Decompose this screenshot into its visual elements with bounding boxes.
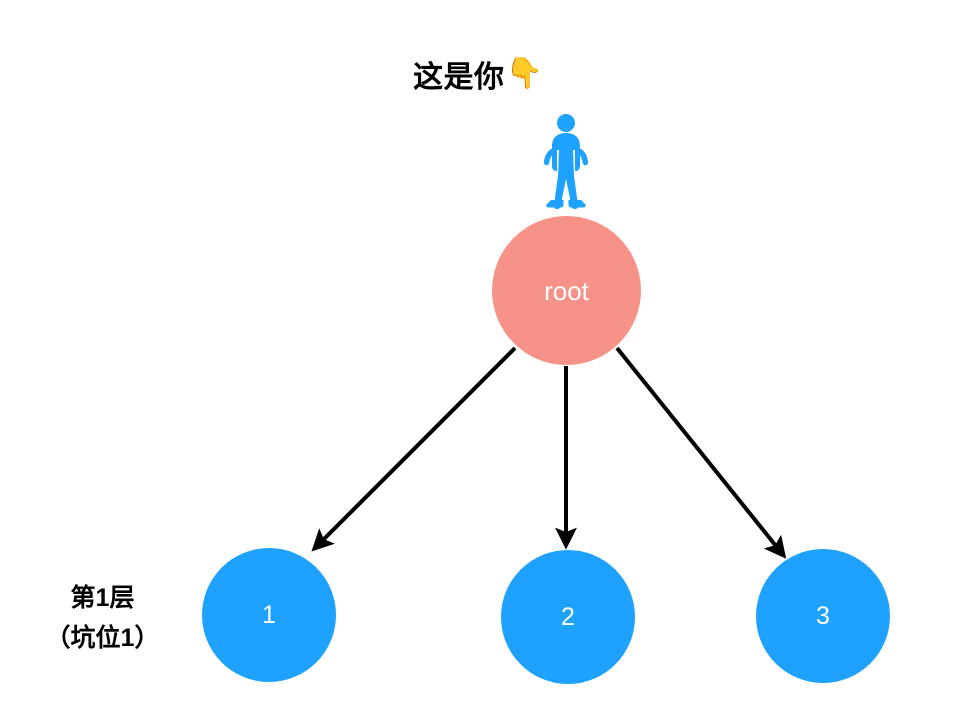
layer-label-line2: （坑位1） bbox=[45, 624, 160, 652]
node-1-label: 1 bbox=[262, 600, 276, 629]
layer-label: 第1层 （坑位1） bbox=[10, 578, 195, 658]
backhand-index-pointing-down-icon: 👇 bbox=[505, 57, 543, 90]
edge-root-to-1 bbox=[311, 346, 517, 552]
node-2-label: 2 bbox=[561, 602, 575, 631]
node-root[interactable]: root bbox=[492, 216, 641, 365]
node-root-label: root bbox=[544, 275, 589, 306]
node-3-label: 3 bbox=[816, 601, 830, 630]
standing-person-icon bbox=[543, 114, 589, 209]
node-3[interactable]: 3 bbox=[756, 549, 890, 683]
edge-root-to-3 bbox=[615, 346, 787, 559]
node-2[interactable]: 2 bbox=[501, 550, 635, 684]
node-1[interactable]: 1 bbox=[202, 548, 336, 682]
annotation-title: 这是你👇 bbox=[0, 52, 956, 96]
layer-label-line1: 第1层 bbox=[70, 584, 135, 612]
annotation-title-text: 这是你 bbox=[413, 61, 505, 94]
